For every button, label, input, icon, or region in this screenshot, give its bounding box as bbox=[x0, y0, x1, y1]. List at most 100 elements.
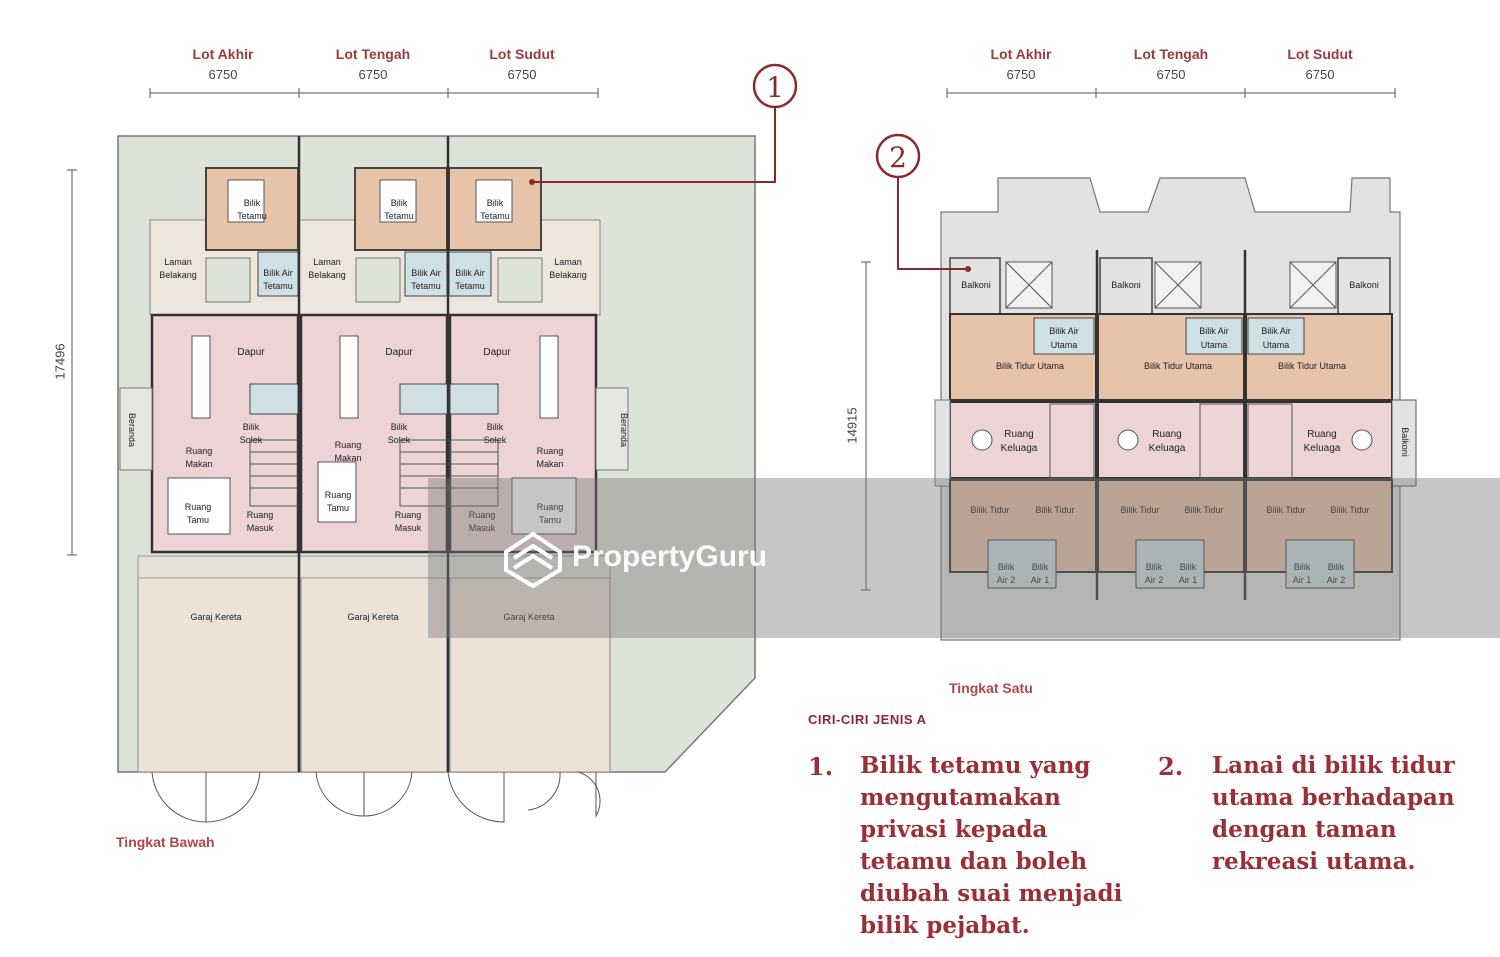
label-bilik-air-ff-c: Bilik bbox=[1146, 562, 1163, 572]
label-keluarga-f: Keluaga bbox=[1304, 443, 1341, 454]
callout-1: 1 bbox=[529, 63, 798, 185]
label-dapur-a: Dapur bbox=[237, 347, 265, 358]
lot-width-sudut-first: 6750 bbox=[1305, 67, 1335, 82]
label-masuk-d: Masuk bbox=[395, 523, 422, 533]
label-beranda-a: Beranda bbox=[127, 413, 137, 447]
label-solek-e: Bilik bbox=[487, 422, 504, 432]
first-floor-caption: Tingkat Satu bbox=[949, 680, 1033, 696]
label-bilik-air-ff-b: Bilik bbox=[1032, 562, 1049, 572]
callout-2: 2 bbox=[875, 133, 971, 272]
lot-name-akhir-ground: Lot Akhir bbox=[192, 46, 254, 62]
label-beranda-b: Beranda bbox=[619, 413, 629, 447]
label-bilik-air-d: Tetamu bbox=[411, 281, 441, 291]
label-keluarga-e: Ruang bbox=[1307, 429, 1336, 440]
label-air2-c: Air 2 bbox=[1327, 575, 1346, 585]
lot-width-akhir-first: 6750 bbox=[1006, 67, 1036, 82]
label-tidur-utama-b: Bilik Tidur Utama bbox=[1144, 361, 1212, 371]
label-keluarga-a: Ruang bbox=[1004, 429, 1033, 440]
feature-1-line: tetamu dan boleh bbox=[860, 848, 1088, 875]
ground-floor-plan: Bilik Tetamu Bilik Tetamu Bilik Tetamu L… bbox=[117, 135, 756, 823]
label-garaj-b: Garaj Kereta bbox=[347, 612, 398, 622]
propertyguru-logo-icon bbox=[504, 531, 562, 588]
callout-2-number: 2 bbox=[889, 141, 907, 174]
feature-2-line: utama berhadapan bbox=[1212, 784, 1455, 811]
label-keluarga-d: Keluaga bbox=[1149, 443, 1186, 454]
label-keluarga-c: Ruang bbox=[1152, 429, 1181, 440]
label-tidur-utama-c: Bilik Tidur Utama bbox=[1278, 361, 1346, 371]
features-title: CIRI-CIRI JENIS A bbox=[808, 712, 927, 727]
label-makan-a: Ruang bbox=[186, 446, 213, 456]
label-masuk-e: Ruang bbox=[469, 510, 496, 520]
lot-name-sudut-ground: Lot Sudut bbox=[489, 46, 555, 62]
label-bilik-tetamu-c: Bilik bbox=[391, 198, 408, 208]
lot-width-sudut-ground: 6750 bbox=[507, 67, 537, 82]
label-balkoni-c: Balkoni bbox=[1349, 280, 1379, 290]
label-air1-a: Air 1 bbox=[1031, 575, 1050, 585]
label-bilik-tetamu-e: Bilik bbox=[487, 198, 504, 208]
label-tidur-e: Bilik Tidur bbox=[1266, 505, 1305, 515]
ground-floor-caption: Tingkat Bawah bbox=[116, 834, 215, 850]
label-balkoni-side: Balkoni bbox=[1400, 427, 1410, 457]
label-tamu-b: Tamu bbox=[187, 515, 209, 525]
feature-2-line: dengan taman bbox=[1212, 816, 1397, 843]
label-bilik-air-a: Bilik Air bbox=[263, 268, 293, 278]
label-garaj-a: Garaj Kereta bbox=[190, 612, 241, 622]
label-solek-a: Bilik bbox=[243, 422, 260, 432]
feature-1-number: 1. bbox=[808, 752, 834, 781]
feature-2-text: Lanai di bilik tidur utama berhadapan de… bbox=[1212, 750, 1455, 878]
label-air-utama-b: Utama bbox=[1051, 340, 1078, 350]
label-makan-c: Ruang bbox=[335, 440, 362, 450]
label-laman-f: Belakang bbox=[549, 270, 587, 280]
lot-width-tengah-ground: 6750 bbox=[358, 67, 388, 82]
label-laman-a: Laman bbox=[164, 257, 192, 267]
label-makan-e: Ruang bbox=[537, 446, 564, 456]
label-tidur-utama-a: Bilik Tidur Utama bbox=[996, 361, 1064, 371]
label-bilik-air-ff-f: Bilik bbox=[1328, 562, 1345, 572]
feature-1-line: Bilik tetamu yang bbox=[860, 752, 1091, 779]
label-tamu-f: Tamu bbox=[539, 515, 561, 525]
label-tidur-d: Bilik Tidur bbox=[1184, 505, 1223, 515]
lot-name-tengah-ground: Lot Tengah bbox=[335, 46, 411, 62]
feature-2-number: 2. bbox=[1158, 752, 1184, 781]
label-air-utama-d: Utama bbox=[1201, 340, 1228, 350]
label-dapur-b: Dapur bbox=[385, 347, 413, 358]
label-solek-d: Solek bbox=[388, 435, 411, 445]
lot-width-tengah-first: 6750 bbox=[1156, 67, 1186, 82]
label-balkoni-a: Balkoni bbox=[961, 280, 991, 290]
label-tidur-b: Bilik Tidur bbox=[1035, 505, 1074, 515]
label-air-utama-c: Bilik Air bbox=[1199, 326, 1229, 336]
label-laman-e: Laman bbox=[554, 257, 582, 267]
label-air2-b: Air 2 bbox=[1145, 575, 1164, 585]
label-balkoni-b: Balkoni bbox=[1111, 280, 1141, 290]
label-tamu-c: Ruang bbox=[325, 490, 352, 500]
label-tamu-d: Tamu bbox=[327, 503, 349, 513]
label-laman-b: Belakang bbox=[159, 270, 197, 280]
callout-1-number: 1 bbox=[766, 71, 784, 104]
label-air-utama-f: Utama bbox=[1263, 340, 1290, 350]
label-bilik-tetamu-d: Tetamu bbox=[384, 211, 414, 221]
label-air-utama-a: Bilik Air bbox=[1049, 326, 1079, 336]
label-masuk-f: Masuk bbox=[469, 523, 496, 533]
feature-2-line: Lanai di bilik tidur bbox=[1212, 752, 1455, 779]
label-laman-d: Belakang bbox=[308, 270, 346, 280]
label-makan-b: Makan bbox=[185, 459, 212, 469]
label-masuk-b: Masuk bbox=[247, 523, 274, 533]
feature-1-line: diubah suai menjadi bbox=[860, 880, 1123, 907]
label-bilik-air-ff-a: Bilik bbox=[998, 562, 1015, 572]
label-bilik-tetamu-f: Tetamu bbox=[480, 211, 510, 221]
label-bilik-air-c: Bilik Air bbox=[411, 268, 441, 278]
watermark-band bbox=[428, 478, 1500, 638]
label-keluarga-b: Keluaga bbox=[1001, 443, 1038, 454]
label-makan-f: Makan bbox=[536, 459, 563, 469]
lot-name-akhir-first: Lot Akhir bbox=[990, 46, 1052, 62]
feature-1-line: mengutamakan bbox=[860, 784, 1061, 811]
lot-width-akhir-ground: 6750 bbox=[208, 67, 238, 82]
label-air2-a: Air 2 bbox=[997, 575, 1016, 585]
label-air-utama-e: Bilik Air bbox=[1261, 326, 1291, 336]
label-solek-f: Solek bbox=[484, 435, 507, 445]
label-garaj-c: Garaj Kereta bbox=[503, 612, 554, 622]
label-tidur-a: Bilik Tidur bbox=[970, 505, 1009, 515]
label-masuk-a: Ruang bbox=[247, 510, 274, 520]
feature-1-line: privasi kepada bbox=[860, 816, 1048, 843]
